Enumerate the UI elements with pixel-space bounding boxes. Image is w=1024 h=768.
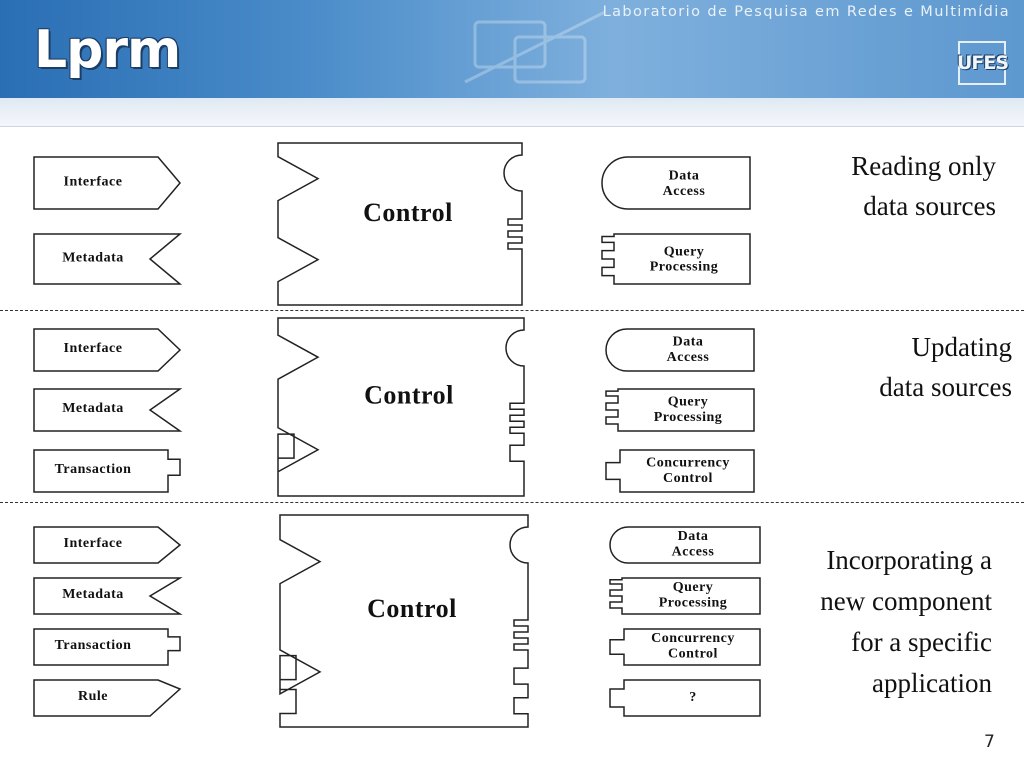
slide-header: Lprm Laboratorio de Pesquisa em Redes e …: [0, 0, 1024, 98]
left-component-label: Transaction: [55, 638, 132, 653]
left-component-label: Rule: [78, 689, 108, 704]
right-component-shape: [609, 577, 761, 615]
left-component-shape: [33, 526, 182, 564]
left-component-shape: [33, 156, 181, 210]
section-2-label: Updating data sources: [879, 332, 1012, 402]
control-block: [277, 142, 523, 306]
right-component-shape: [601, 156, 751, 210]
left-component-label: Interface: [64, 341, 123, 356]
left-component-label: Metadata: [62, 251, 124, 266]
right-component-shape: [601, 233, 751, 285]
control-block: [277, 317, 525, 497]
left-component-shape: [33, 577, 183, 615]
section-separator: [0, 502, 1024, 503]
left-component-shape: [33, 328, 182, 372]
left-component-label: Interface: [64, 175, 123, 190]
left-component-shape: [33, 679, 182, 717]
lab-name: Laboratorio de Pesquisa em Redes e Multi…: [602, 4, 1010, 20]
lprm-logo: Lprm: [34, 20, 181, 80]
left-component-label: Metadata: [62, 587, 124, 602]
left-component-shape: [33, 449, 181, 493]
ufes-emblem-icon: [958, 41, 1006, 85]
section-1-label: Reading only data sources: [851, 151, 996, 221]
section-3-label: Incorporating a new component for a spec…: [820, 545, 992, 698]
ufes-logo: UFES: [957, 38, 1009, 88]
left-component-shape: [33, 628, 181, 666]
left-component-shape: [33, 388, 183, 432]
right-component-label: ?: [689, 690, 697, 705]
right-component-shape: [605, 328, 755, 372]
ufes-logo-text: UFES: [957, 52, 1009, 74]
left-component-label: Metadata: [62, 401, 124, 416]
left-component-label: Interface: [64, 536, 123, 551]
control-label: Control: [364, 380, 454, 409]
right-component-shape: [609, 628, 761, 666]
left-component-shape: [33, 233, 183, 285]
control-label: Control: [367, 594, 457, 623]
control-block: [279, 514, 529, 728]
right-component-shape: [605, 449, 755, 493]
section-separator: [0, 310, 1024, 311]
page-number: 7: [984, 732, 995, 752]
right-component-shape: [609, 679, 761, 717]
left-component-label: Transaction: [55, 462, 132, 477]
control-label: Control: [363, 198, 453, 227]
right-component-shape: [605, 388, 755, 432]
right-component-shape: [609, 526, 761, 564]
header-strip: [0, 98, 1024, 127]
network-device-decoration: [464, 10, 606, 84]
